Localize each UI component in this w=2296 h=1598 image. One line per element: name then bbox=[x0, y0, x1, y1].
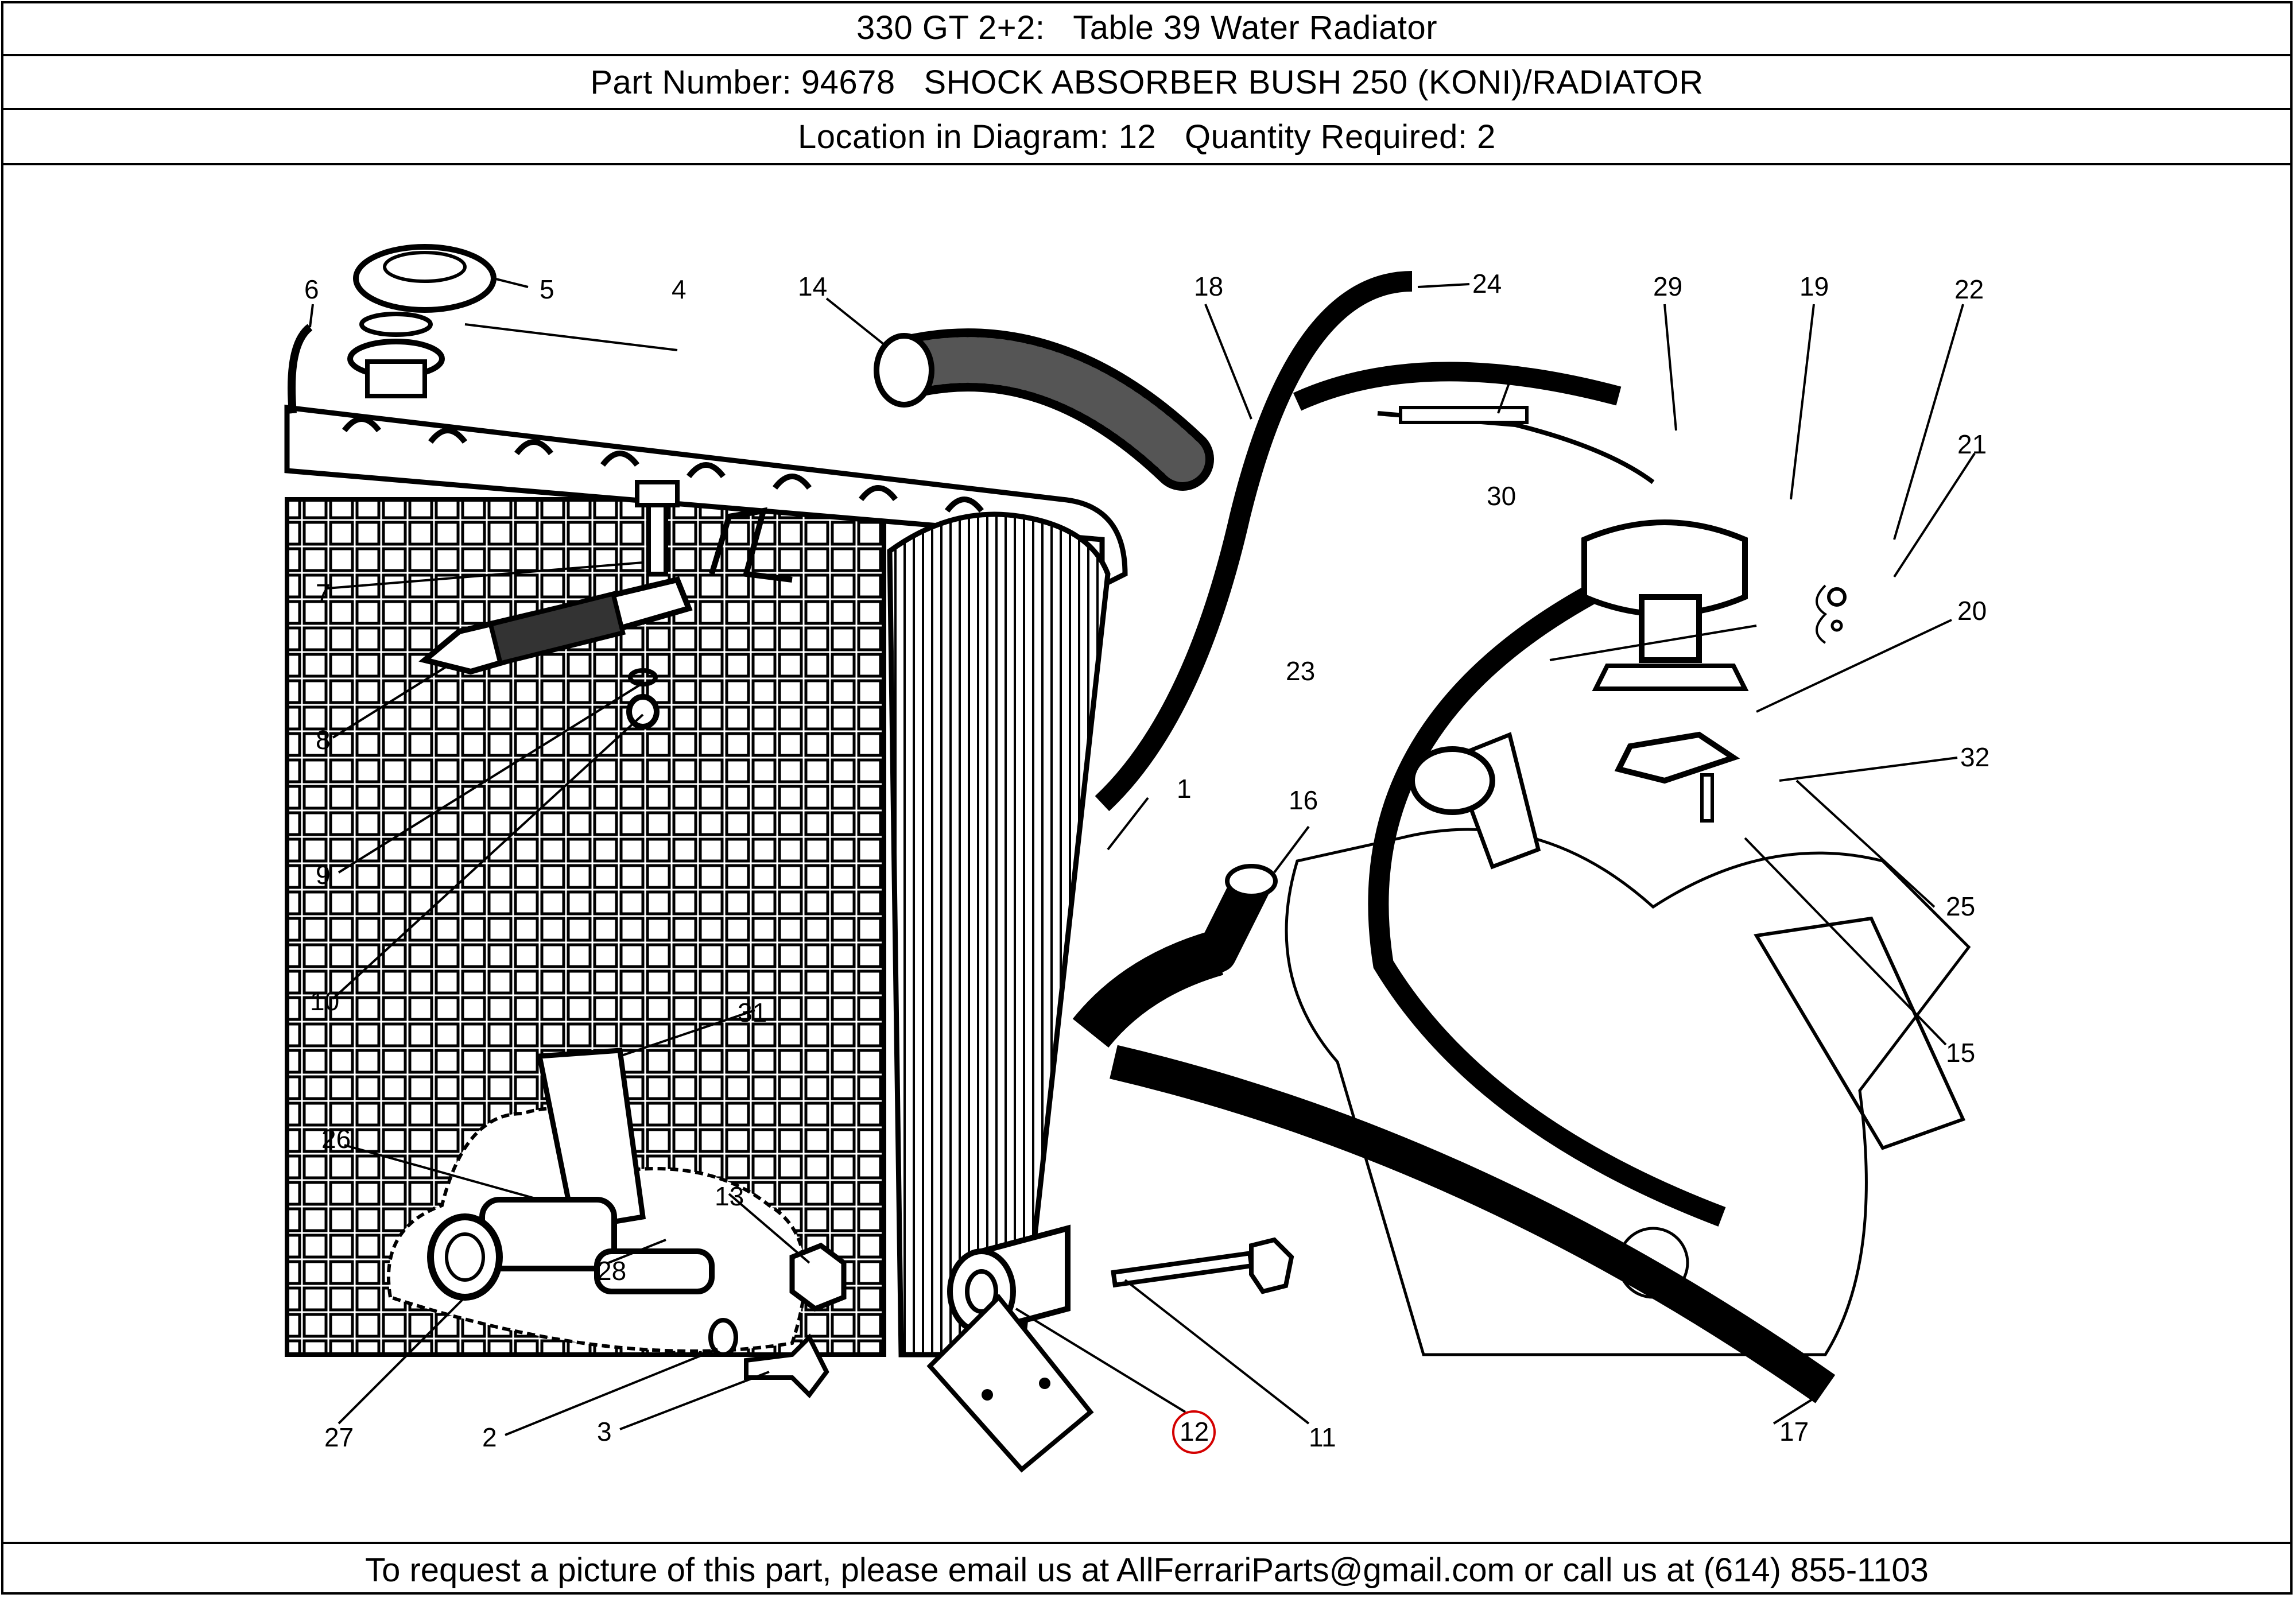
highlight-ring-12 bbox=[1172, 1410, 1216, 1454]
upper-hose bbox=[874, 328, 1214, 491]
callout-9: 9 bbox=[316, 860, 331, 890]
callout-4: 4 bbox=[672, 274, 687, 304]
callout-28: 28 bbox=[597, 1256, 626, 1286]
callout-25: 25 bbox=[1946, 891, 1975, 921]
callout-29: 29 bbox=[1653, 271, 1682, 301]
callout-1: 1 bbox=[1177, 774, 1192, 804]
radiator-top-tank bbox=[284, 404, 1128, 590]
callout-16: 16 bbox=[1289, 785, 1318, 815]
callout-19: 19 bbox=[1799, 271, 1829, 301]
callout-6: 6 bbox=[304, 274, 319, 304]
radiator-side-tank bbox=[887, 511, 1111, 1357]
callout-26: 26 bbox=[321, 1124, 351, 1154]
callout-7: 7 bbox=[316, 579, 331, 608]
callout-12: 12 bbox=[1180, 1417, 1209, 1446]
callout-11: 11 bbox=[1309, 1422, 1336, 1452]
contact-footer: To request a picture of this part, pleas… bbox=[1, 1542, 2293, 1596]
exploded-parts-diagram: 1 2 3 4 5 6 7 8 9 10 11 12 13 14 15 16 1… bbox=[276, 230, 2020, 1475]
callout-13: 13 bbox=[715, 1181, 744, 1211]
callout-20: 20 bbox=[1957, 596, 1987, 626]
hose-15 bbox=[1368, 564, 1726, 1227]
callout-23: 23 bbox=[1286, 656, 1315, 686]
callout-32: 32 bbox=[1960, 742, 1989, 772]
bolt-11 bbox=[1111, 1237, 1294, 1294]
callout-27: 27 bbox=[324, 1422, 354, 1452]
callout-3: 3 bbox=[597, 1417, 612, 1446]
bracket-assembly bbox=[418, 480, 793, 730]
callout-8: 8 bbox=[316, 725, 331, 755]
engine-block-outline bbox=[1285, 732, 1971, 1356]
hose-24 bbox=[1293, 362, 1622, 411]
callout-15: 15 bbox=[1946, 1038, 1975, 1068]
cutaway-drain-area bbox=[386, 1048, 847, 1399]
part-number-line: Part Number: 94678 SHOCK ABSORBER BUSH 2… bbox=[1, 56, 2293, 110]
callout-5: 5 bbox=[540, 274, 554, 304]
leader-lines bbox=[309, 277, 1976, 1436]
callout-18: 18 bbox=[1194, 271, 1223, 301]
long-hose-18 bbox=[1095, 271, 1413, 812]
location-quantity-line: Location in Diagram: 12 Quantity Require… bbox=[1, 110, 2293, 165]
callout-labels: 1 2 3 4 5 6 7 8 9 10 11 12 13 14 15 16 1… bbox=[304, 269, 1989, 1454]
callout-14: 14 bbox=[798, 271, 827, 301]
callout-22: 22 bbox=[1954, 274, 1984, 304]
callout-10: 10 bbox=[310, 986, 339, 1016]
cable-29-30 bbox=[1377, 406, 1655, 484]
lower-hose-17 bbox=[1072, 864, 1836, 1403]
callout-2: 2 bbox=[482, 1422, 497, 1452]
filler-cap bbox=[288, 244, 497, 414]
callout-30: 30 bbox=[1487, 481, 1516, 511]
page-title: 330 GT 2+2: Table 39 Water Radiator bbox=[1, 1, 2293, 56]
bracket-lower bbox=[926, 1294, 1094, 1473]
callout-31: 31 bbox=[738, 998, 767, 1027]
callout-24: 24 bbox=[1472, 269, 1502, 298]
callout-17: 17 bbox=[1779, 1417, 1809, 1446]
valve-assembly bbox=[1581, 519, 1847, 823]
callout-21: 21 bbox=[1957, 429, 1987, 459]
